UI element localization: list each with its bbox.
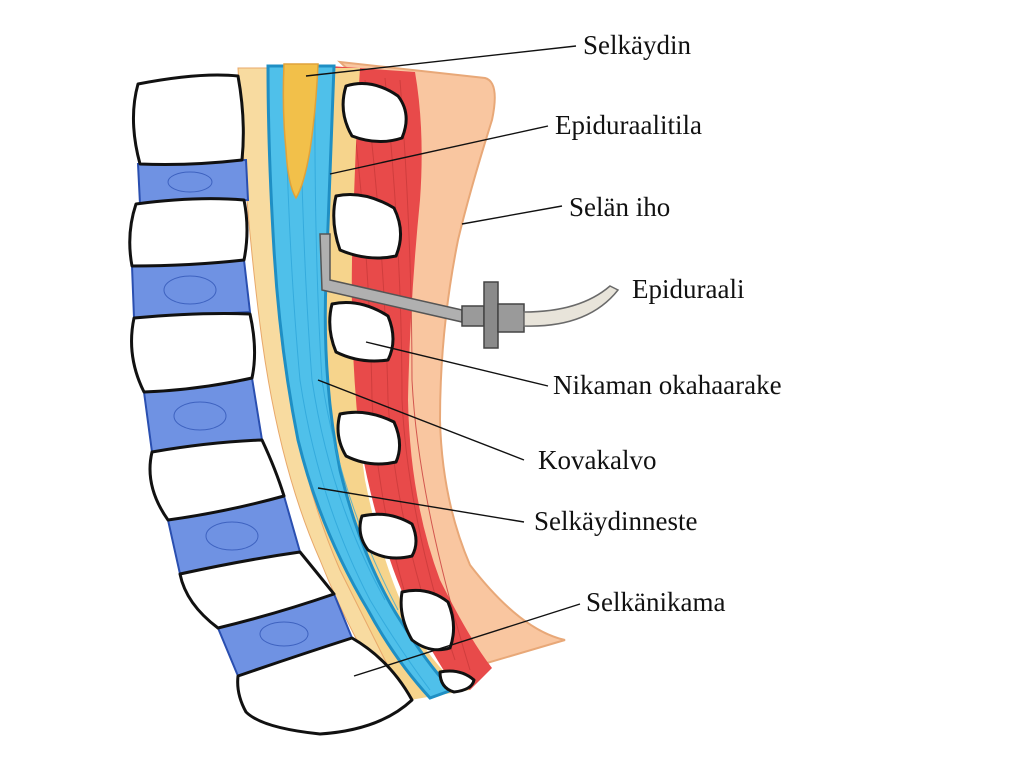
leader-dura-mater [317,379,525,461]
leader-epidural-space [329,125,549,175]
leader-csf [317,487,525,523]
leader-lines [305,45,581,677]
leader-spinal-cord [305,45,577,77]
vertebra-2 [128,197,249,268]
leader-spinous-process [365,341,549,387]
spinous-process-4 [336,410,401,466]
spinous-process-6 [399,588,455,652]
vertebra-3 [130,312,257,394]
disc-2 [130,258,252,320]
leader-back-skin [461,205,563,225]
muscle-fibers [349,77,471,671]
label-epidural-space: Epiduraalitila [555,110,702,140]
vertebra-1 [132,73,245,166]
spinal-cord [282,63,319,200]
label-csf: Selkäydinneste [534,506,697,536]
spinous-process-3 [328,301,395,363]
label-back-skin: Selän iho [569,192,670,222]
label-spinal-cord: Selkäydin [583,30,691,60]
label-vertebra: Selkänikama [586,587,725,617]
vertebra-4 [148,438,286,522]
vertebra-5 [178,550,336,630]
leader-vertebra [353,603,581,677]
disc-1 [136,158,250,206]
labels: Selkäydin Epiduraalitila Selän iho Epidu… [534,30,782,617]
spinous-process-1 [341,82,408,143]
spinous-process-7 [438,669,476,694]
dura-mater-csf [266,64,455,700]
vertebral-bodies [128,73,414,736]
label-dura-mater: Kovakalvo [538,445,656,475]
label-spinous-process: Nikaman okahaarake [553,370,782,400]
epidural-needle [319,233,620,349]
label-epidural: Epiduraali [632,274,744,304]
spinous-process-2 [332,193,402,260]
spinous-processes [328,82,476,694]
vertebra-6 [236,636,414,736]
spinous-process-5 [358,512,418,560]
